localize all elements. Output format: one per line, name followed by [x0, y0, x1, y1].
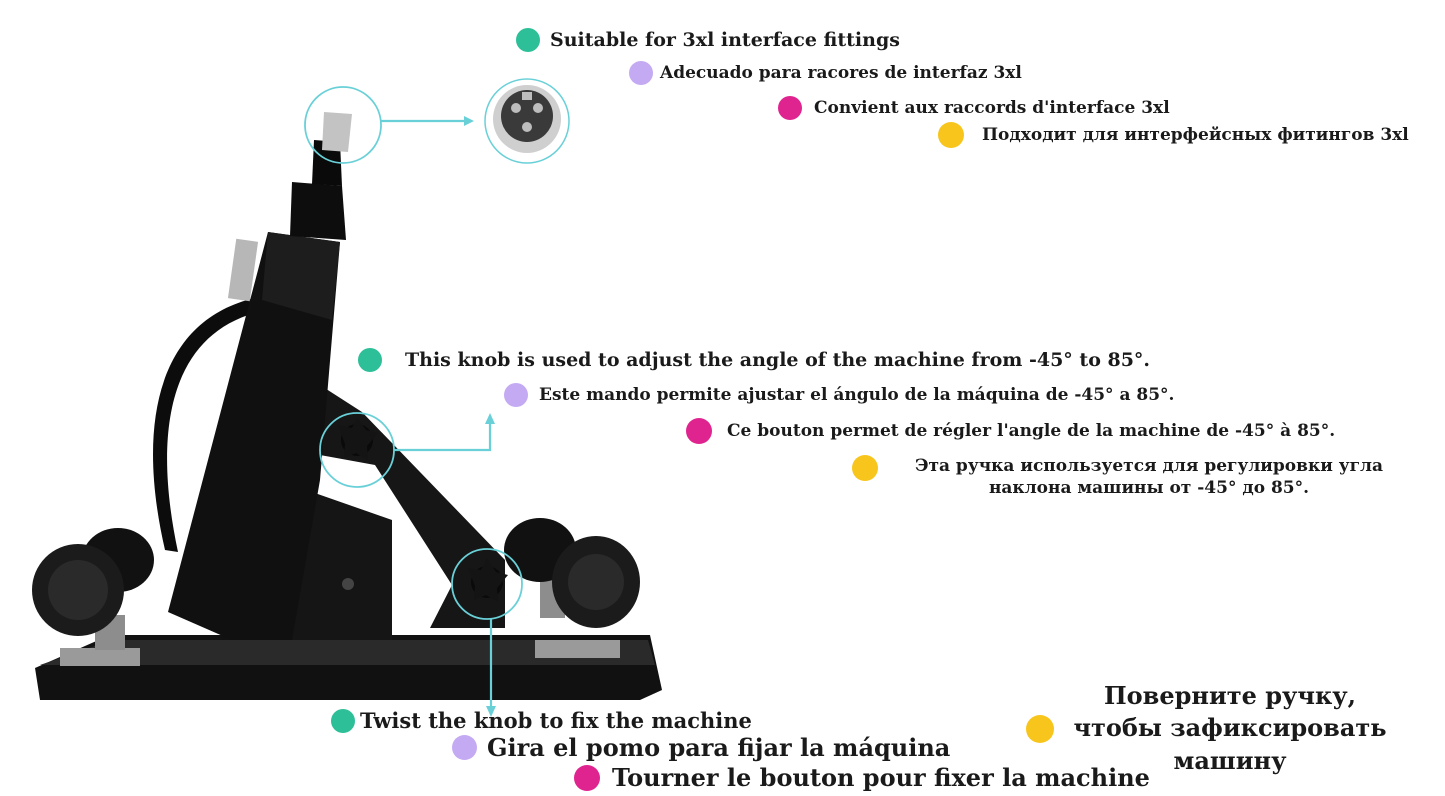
angle-text-en: This knob is used to adjust the angle of…: [405, 349, 1151, 371]
french-dot-icon: [574, 764, 600, 791]
fix-text-es: Gira el pomo para fijar la máquina: [487, 733, 951, 762]
french-dot-icon: [778, 96, 802, 120]
fix-knob: [468, 558, 508, 602]
russian-dot-icon: [852, 455, 878, 481]
interface-text-fr: Convient aux raccords d'interface 3xl: [814, 98, 1170, 118]
connector-icon: [484, 78, 570, 164]
interface-text-en: Suitable for 3xl interface fittings: [550, 29, 900, 51]
fix-label-en: Twist the knob to fix the machine: [331, 708, 752, 733]
left-clamp: [60, 648, 140, 666]
interface-text-ru: Подходит для интерфейсных фитингов 3xl: [982, 125, 1409, 145]
interface-label-en: Suitable for 3xl interface fittings: [516, 28, 900, 52]
angle-label-en: This knob is used to adjust the angle of…: [358, 348, 1150, 372]
callout-circle: [304, 86, 382, 164]
spanish-dot-icon: [504, 383, 528, 407]
fix-text-ru: Поверните ручку, чтобы зафиксировать маш…: [1073, 681, 1387, 775]
arrow-icon: [464, 116, 474, 126]
interface-label-ru: Подходит для интерфейсных фитингов 3xl: [938, 122, 1409, 148]
angle-text-ru: Эта ручка используется для регулировки у…: [914, 456, 1384, 499]
main-body: [168, 232, 340, 640]
english-dot-icon: [331, 708, 355, 733]
angle-text-fr: Ce bouton permet de régler l'angle de la…: [727, 421, 1336, 441]
bellows: [290, 182, 346, 240]
interface-text-es: Adecuado para racores de interfaz 3xl: [660, 63, 1022, 83]
fix-label-es: Gira el pomo para fijar la máquina: [452, 733, 950, 762]
right-clamp: [535, 640, 620, 658]
angle-label-es: Este mando permite ajustar el ángulo de …: [504, 383, 1174, 407]
strap: [153, 298, 258, 552]
angle-label-fr: Ce bouton permet de régler l'angle de la…: [686, 418, 1335, 444]
fix-text-en: Twist the knob to fix the machine: [360, 708, 752, 733]
fix-label-fr: Tourner le bouton pour fixer la machine: [574, 763, 1150, 792]
interface-label-es: Adecuado para racores de interfaz 3xl: [629, 61, 1022, 85]
interface-label-fr: Convient aux raccords d'interface 3xl: [778, 96, 1170, 120]
french-dot-icon: [686, 418, 712, 444]
fix-label-ru: Поверните ручку, чтобы зафиксировать маш…: [1026, 680, 1390, 777]
russian-dot-icon: [938, 122, 964, 148]
english-dot-icon: [516, 28, 540, 52]
angle-text-es: Este mando permite ajustar el ángulo de …: [539, 385, 1175, 405]
arrow-icon: [486, 706, 496, 717]
english-dot-icon: [358, 348, 382, 372]
spanish-dot-icon: [452, 735, 477, 760]
spanish-dot-icon: [629, 61, 653, 85]
angle-label-ru: Эта ручка используется для регулировки у…: [852, 455, 1414, 499]
angle-knob: [338, 418, 378, 460]
fix-text-fr: Tourner le bouton pour fixer la machine: [612, 763, 1150, 792]
arrow-icon: [485, 413, 495, 424]
rod-tip: [322, 112, 352, 152]
callout-circle: [451, 548, 523, 620]
russian-dot-icon: [1026, 714, 1054, 743]
